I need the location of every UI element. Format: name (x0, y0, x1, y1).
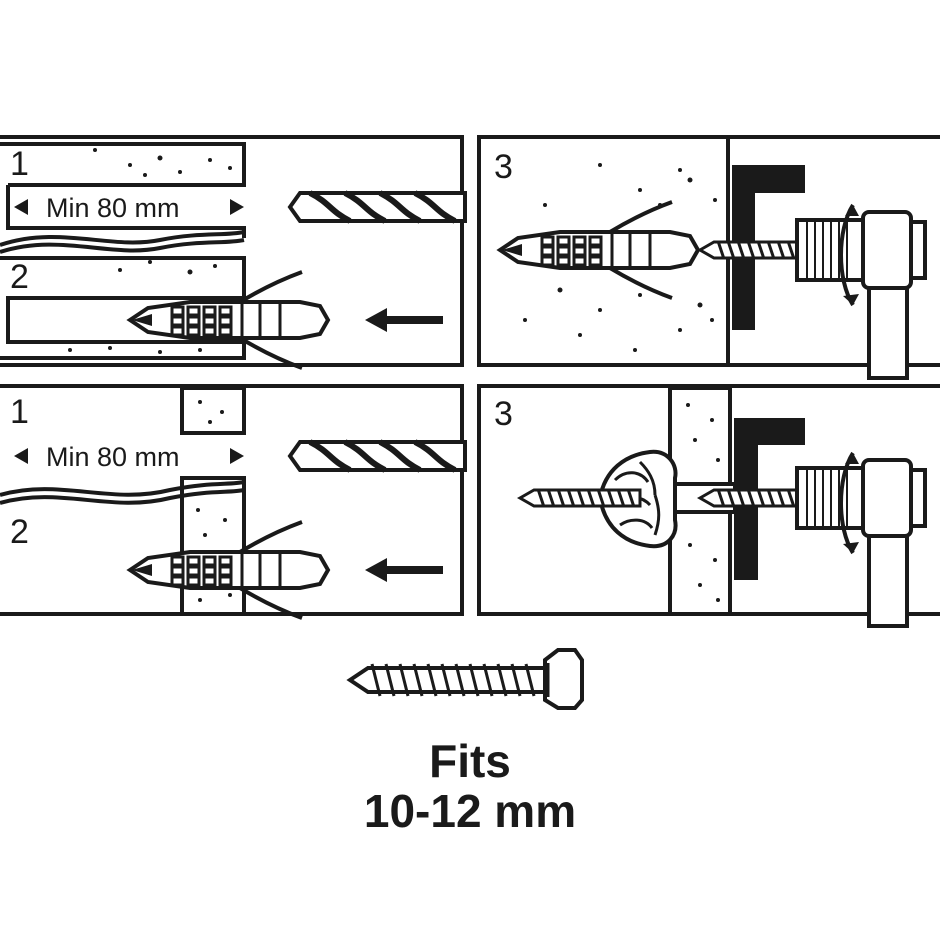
concrete-texture (523, 163, 717, 352)
step-label-3: 3 (494, 148, 513, 186)
concrete-texture (68, 148, 232, 354)
dimension-arrow-left (14, 199, 28, 215)
bracket-icon (732, 165, 805, 330)
step-label-2: 2 (10, 258, 29, 296)
dimension-arrow-right (230, 199, 244, 215)
drill-bit-icon (290, 442, 465, 470)
board-texture (686, 403, 720, 602)
panel-thin-wall-drilling: 1 2 Min 80 mm (0, 384, 465, 620)
min-depth-label: Min 80 mm (46, 193, 180, 223)
dimension-arrow-left (14, 448, 28, 464)
panel-thin-wall-fixing: 3 (477, 384, 940, 628)
screw-size-label: 10-12 mm (363, 785, 577, 837)
bracket-icon (734, 418, 805, 580)
fits-label: Fits (429, 735, 511, 787)
hex-head-screw-icon (346, 648, 584, 710)
step-label-1: 1 (10, 145, 29, 183)
dimension-arrow-right (230, 448, 244, 464)
step-label-3: 3 (494, 395, 513, 433)
step-label-2: 2 (10, 513, 29, 551)
screw-tip-icon (518, 487, 642, 509)
drill-bit-icon (290, 193, 465, 221)
panel-solid-wall-fixing: 3 (477, 135, 940, 380)
board-texture (196, 400, 232, 602)
panel-solid-wall-drilling: 1 2 Min 80 mm (0, 135, 465, 370)
step-label-1: 1 (10, 393, 29, 431)
min-depth-label: Min 80 mm (46, 442, 180, 472)
